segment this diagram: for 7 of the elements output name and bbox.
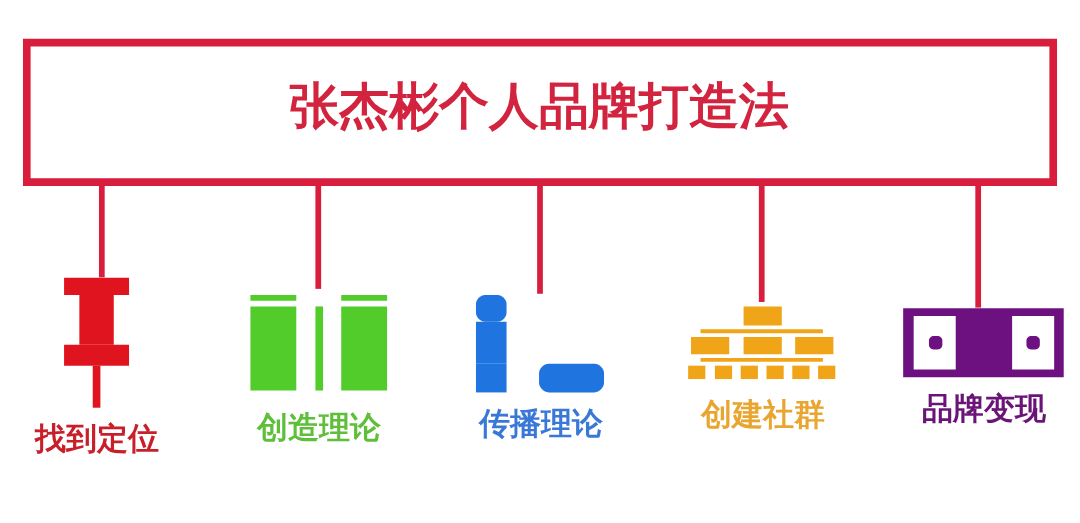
- node-label: 创建社群: [700, 396, 825, 432]
- node-label: 找到定位: [35, 421, 160, 457]
- node-label: 品牌变现: [922, 390, 1047, 426]
- node-box: 张杰彬个人品牌打造法: [22, 38, 1058, 186]
- node-label: 创造理论: [257, 409, 382, 445]
- node-picture: [903, 308, 1064, 378]
- node-label: 传播理论: [478, 406, 603, 442]
